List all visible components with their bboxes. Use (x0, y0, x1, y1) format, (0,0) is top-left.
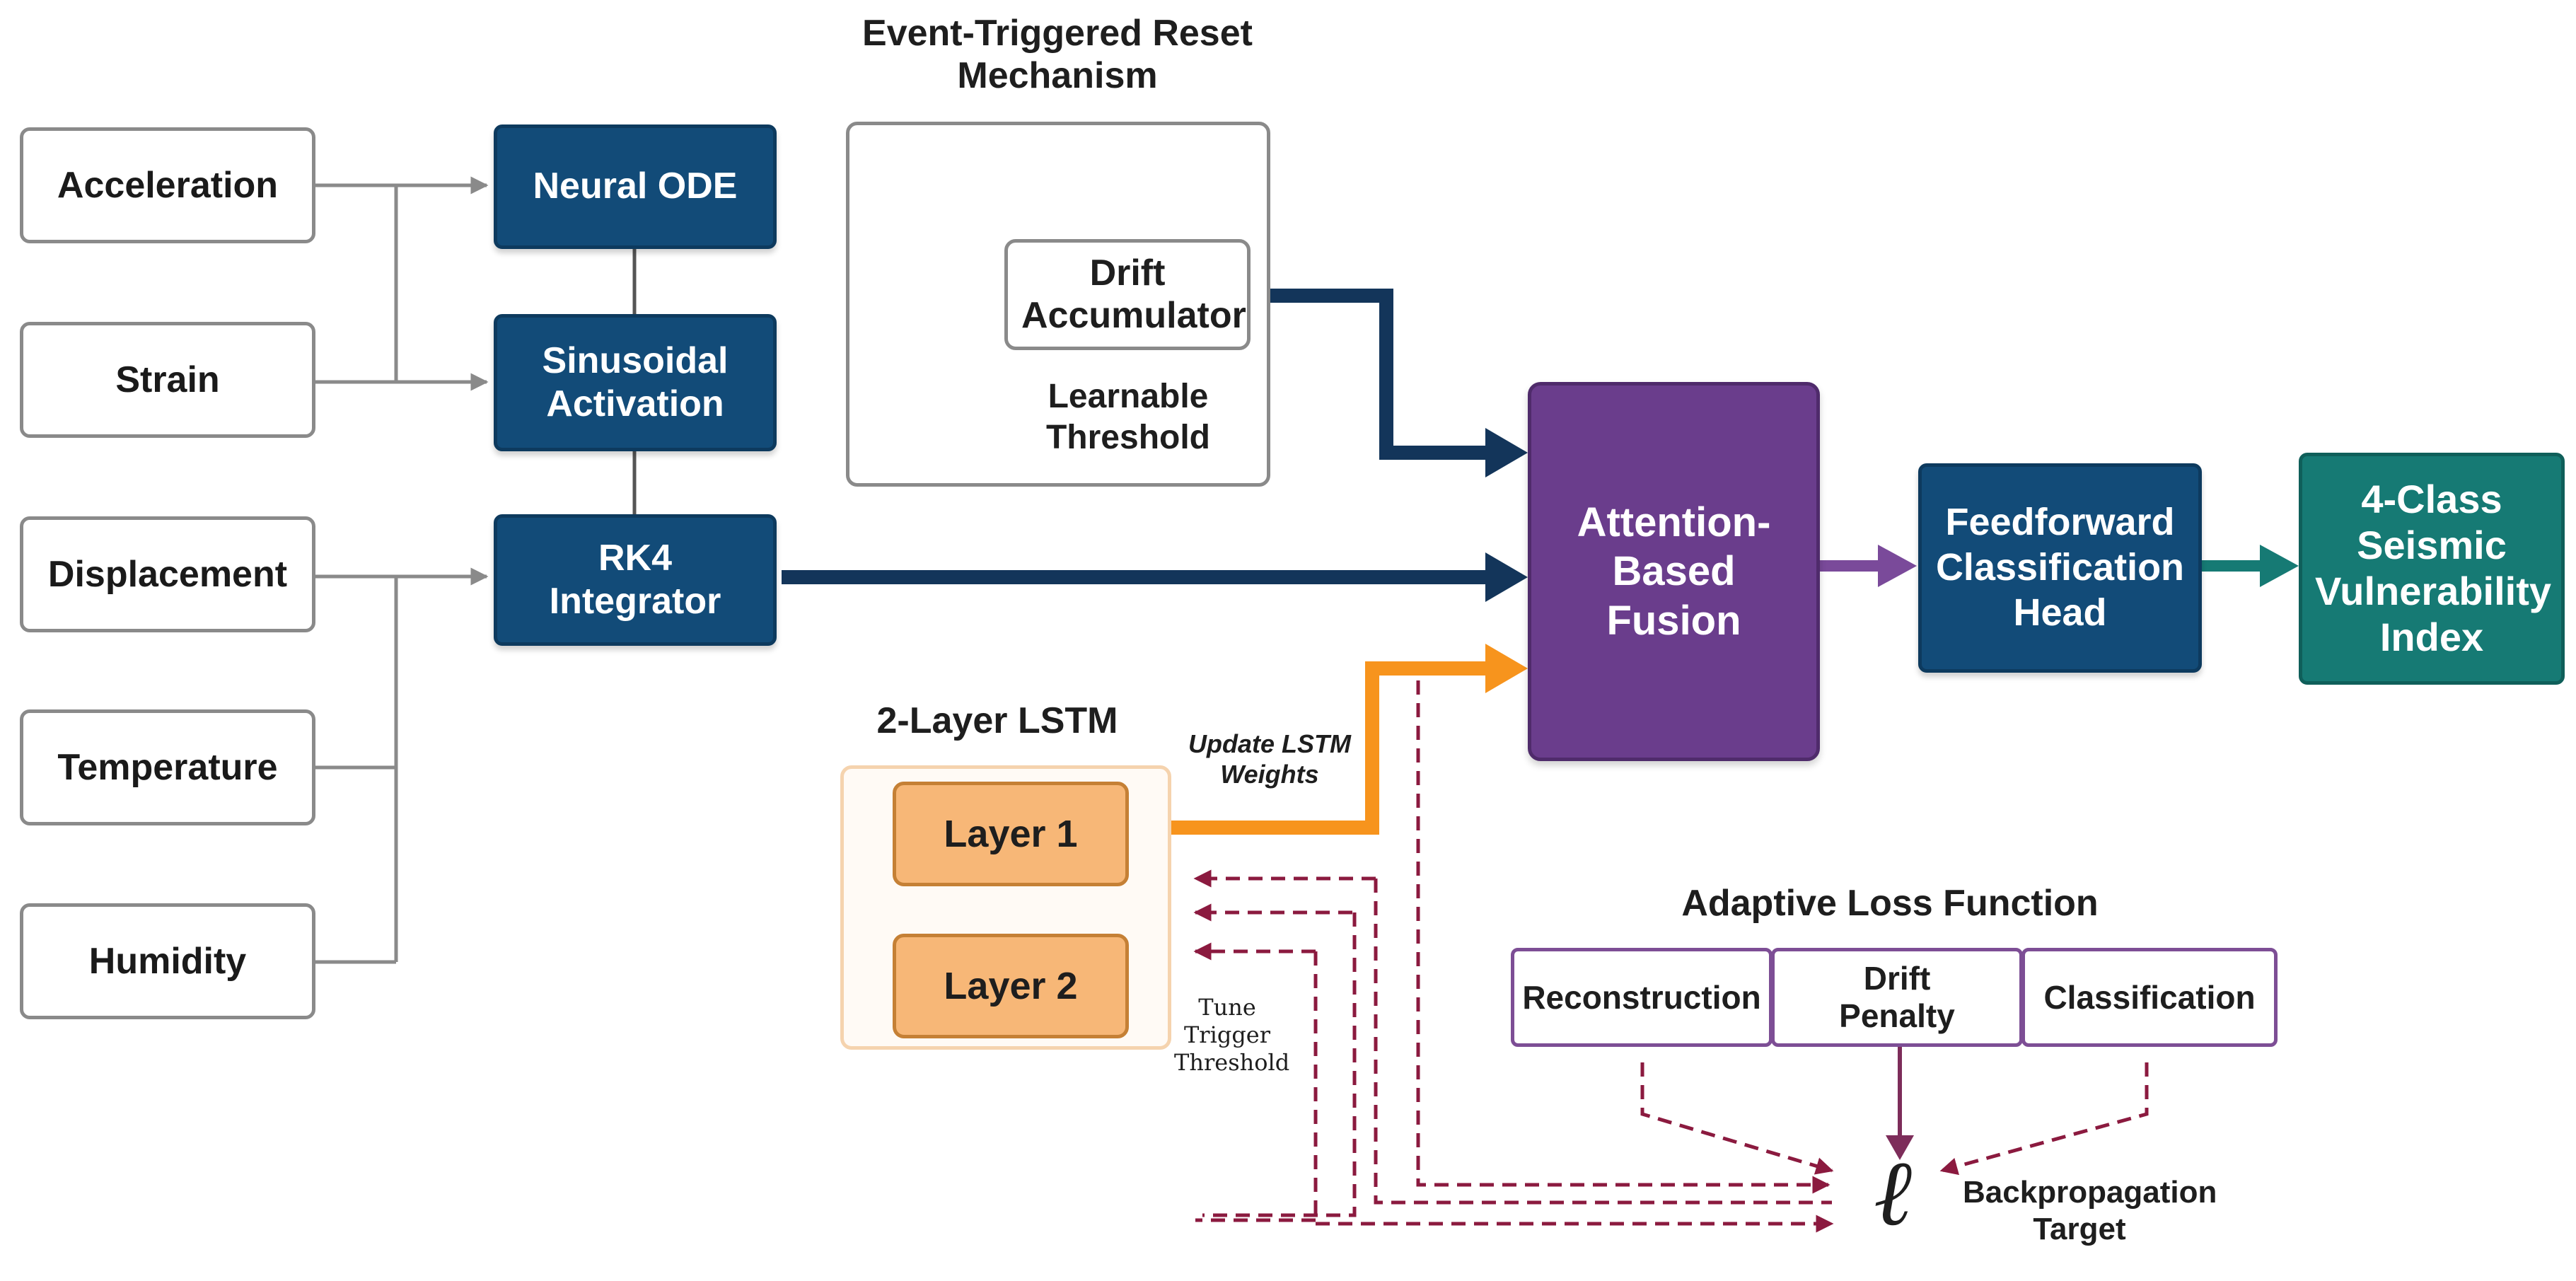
vulnerability-index-output: 4-Class Seismic Vulnerability Index (2299, 453, 2565, 685)
input-temperature: Temperature (20, 709, 315, 825)
loss-reconstruction: Reconstruction (1511, 948, 1773, 1047)
input-strain: Strain (20, 322, 315, 438)
loss-drift-penalty: Drift Penalty (1771, 948, 2023, 1047)
input-bus (314, 176, 489, 964)
reset-title: Event-Triggered Reset Mechanism (862, 13, 1253, 96)
lstm-title: 2-Layer LSTM (876, 700, 1118, 741)
fusion-input-arrows (782, 289, 1528, 835)
drift-penalty-arrow (1886, 1045, 1914, 1160)
lstm-layer-1: Layer 1 (893, 782, 1129, 886)
sinusoidal-activation-block: Sinusoidal Activation (494, 314, 777, 451)
input-displacement: Displacement (20, 516, 315, 632)
input-acceleration: Acceleration (20, 127, 315, 243)
backprop-feedback-arrows (1193, 680, 2149, 1233)
input-humidity: Humidity (20, 903, 315, 1019)
tune-trigger-threshold-note: Tune Trigger Threshold (1174, 994, 1290, 1077)
learnable-threshold-label: Learnable Threshold (1045, 378, 1210, 456)
neural-ode-block: Neural ODE (494, 124, 777, 249)
update-lstm-weights-note: Update LSTM Weights (1188, 729, 1351, 789)
loss-classification: Classification (2021, 948, 2278, 1047)
lstm-layer-2: Layer 2 (893, 934, 1129, 1038)
drift-accumulator-box: Drift Accumulator (1004, 239, 1251, 350)
classifier-arrows (1820, 545, 2299, 587)
loss-symbol: ℓ (1873, 1139, 1913, 1246)
backpropagation-target-label: Backpropagation Target (1963, 1175, 2217, 1246)
attention-fusion-block: Attention-Based Fusion (1528, 382, 1820, 761)
loss-title: Adaptive Loss Function (1681, 883, 2099, 924)
classification-head-block: Feedforward Classification Head (1918, 463, 2202, 673)
rk4-integrator-block: RK4 Integrator (494, 514, 777, 646)
